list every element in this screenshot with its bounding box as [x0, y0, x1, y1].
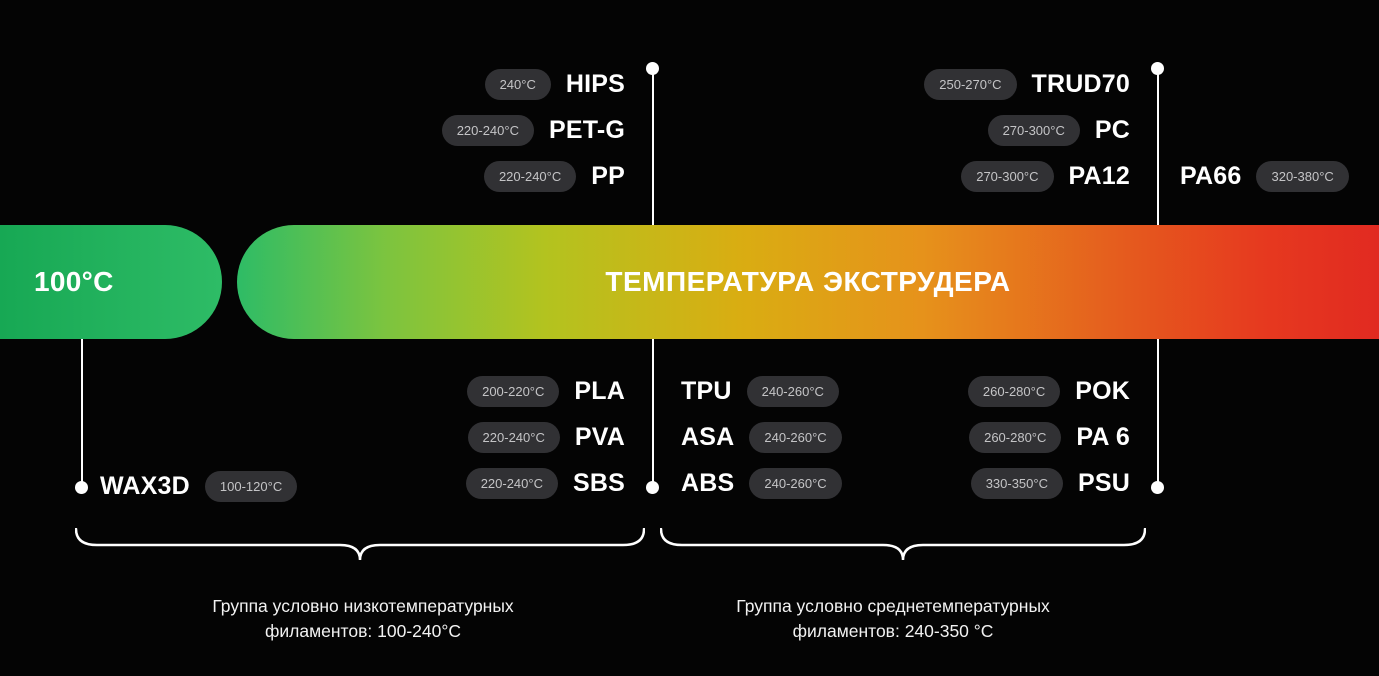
material-pa6: 260-280°C PA 6 — [969, 422, 1130, 453]
temp-pill: 260-280°C — [967, 376, 1061, 407]
temp-pill: 260-280°C — [969, 422, 1062, 453]
material-hips: 240°C HIPS — [484, 69, 625, 100]
material-name: TRUD70 — [1031, 70, 1130, 98]
low-temp-label: 100°C — [34, 266, 114, 297]
temp-pill: 250-270°C — [924, 69, 1017, 100]
brace-mid-group — [660, 528, 1146, 561]
material-name: PP — [591, 162, 625, 190]
group-bottom-middle: TPU 240-260°C ASA 240-260°C ABS 240-260°… — [681, 376, 842, 499]
temp-pill: 330-350°C — [970, 468, 1063, 499]
temp-pill: 220-240°C — [467, 422, 560, 453]
material-wax3d: WAX3D 100-120°C — [100, 471, 298, 502]
material-name: PA12 — [1068, 162, 1130, 190]
material-pa12: 270-300°C PA12 — [961, 161, 1130, 192]
material-psu: 330-350°C PSU — [970, 468, 1130, 499]
group-bottom-right: 260-280°C POK 260-280°C PA 6 330-350°C P… — [967, 376, 1130, 499]
temp-pill: 220-240°C — [483, 161, 577, 192]
material-name: PLA — [574, 377, 625, 405]
connector-line-bottom-far-left — [81, 339, 83, 487]
group-top-left: 240°C HIPS 220-240°C PET-G 220-240°C PP — [441, 69, 625, 192]
temp-pill: 270-300°C — [961, 161, 1054, 192]
material-name: WAX3D — [100, 472, 190, 500]
temp-pill: 240°C — [484, 69, 551, 100]
connector-line-top-right — [1157, 68, 1159, 225]
material-pok: 260-280°C POK — [967, 376, 1130, 407]
material-sbs: 220-240°C SBS — [465, 468, 625, 499]
material-name: PC — [1094, 116, 1130, 144]
material-pa66: PA66 320-380°C — [1180, 161, 1349, 192]
connector-line-top-left — [652, 68, 654, 225]
group-bottom-mid-left: 200-220°C PLA 220-240°C PVA 220-240°C SB… — [465, 376, 625, 499]
temperature-bar-main-segment: ТЕМПЕРАТУРА ЭКСТРУДЕРА — [237, 225, 1379, 339]
temp-pill: 320-380°C — [1256, 161, 1349, 192]
material-petg: 220-240°C PET-G — [441, 115, 625, 146]
caption-mid-group: Группа условно среднетемпературных филам… — [736, 596, 1050, 642]
material-name: PA 6 — [1076, 423, 1130, 451]
connector-dot-bottom-far-left — [75, 481, 88, 494]
material-asa: ASA 240-260°C — [681, 422, 842, 453]
brace-low-group — [75, 528, 645, 561]
material-name: ABS — [681, 469, 735, 497]
connector-dot-bottom-left — [646, 481, 659, 494]
material-name: POK — [1075, 377, 1130, 405]
material-name: TPU — [681, 377, 732, 405]
material-tpu: TPU 240-260°C — [681, 376, 842, 407]
material-pva: 220-240°C PVA — [467, 422, 625, 453]
material-trud70: 250-270°C TRUD70 — [924, 69, 1130, 100]
material-name: PA66 — [1180, 162, 1242, 190]
material-name: PVA — [574, 423, 625, 451]
bar-title: ТЕМПЕРАТУРА ЭКСТРУДЕРА — [605, 266, 1011, 297]
material-pla: 200-220°C PLA — [467, 376, 625, 407]
temp-pill: 100-120°C — [204, 471, 298, 502]
material-name: SBS — [572, 469, 625, 497]
temp-pill: 220-240°C — [441, 115, 534, 146]
temp-pill: 220-240°C — [465, 468, 558, 499]
temperature-bar-low-segment: 100°C — [0, 225, 222, 339]
temp-pill: 270-300°C — [987, 115, 1080, 146]
caption-low-group: Группа условно низкотемпературных филаме… — [212, 596, 514, 642]
material-name: PSU — [1077, 469, 1130, 497]
connector-dot-bottom-right — [1151, 481, 1164, 494]
connector-line-bottom-right — [1157, 339, 1159, 487]
material-name: PET-G — [548, 116, 625, 144]
connector-line-bottom-left — [652, 339, 654, 487]
temp-pill: 200-220°C — [467, 376, 560, 407]
temp-pill: 240-260°C — [749, 422, 842, 453]
group-top-right: 250-270°C TRUD70 270-300°C PC 270-300°C … — [924, 69, 1130, 192]
material-name: ASA — [681, 423, 735, 451]
temp-pill: 240-260°C — [746, 376, 839, 407]
material-name: HIPS — [565, 70, 625, 98]
material-pp: 220-240°C PP — [483, 161, 625, 192]
material-abs: ABS 240-260°C — [681, 468, 842, 499]
material-pc: 270-300°C PC — [987, 115, 1130, 146]
temp-pill: 240-260°C — [749, 468, 842, 499]
